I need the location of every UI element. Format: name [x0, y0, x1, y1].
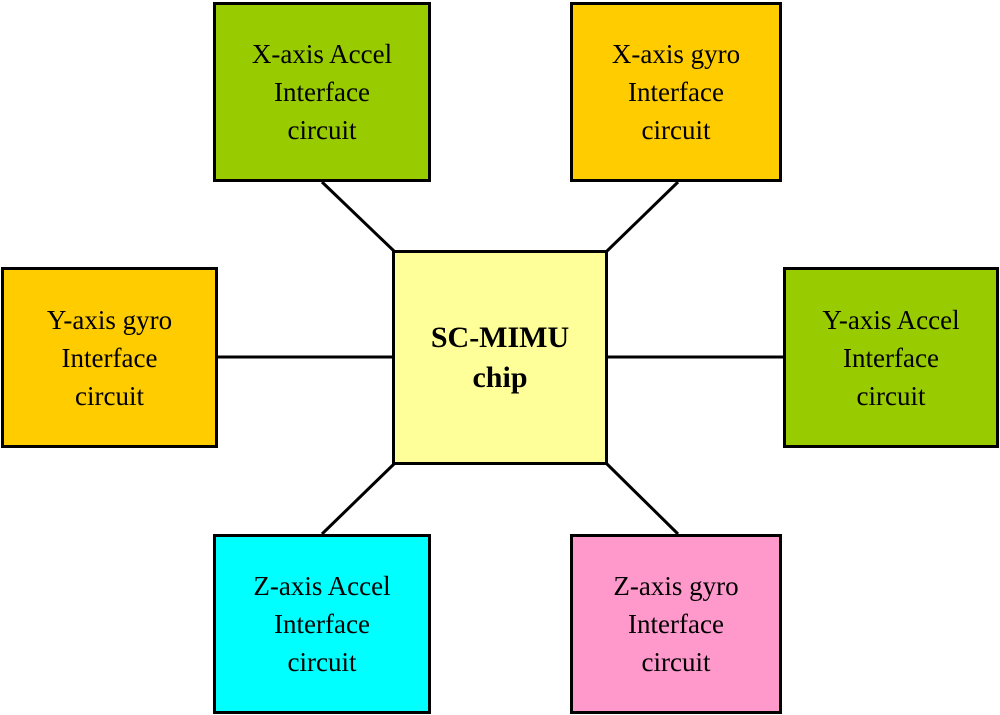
module-label-line1: X-axis Accel: [251, 39, 393, 69]
module-label-line3: circuit: [287, 115, 357, 145]
module-label-line3: circuit: [641, 115, 711, 145]
chip-label-line1: SC-MIMU: [430, 320, 570, 354]
module-z-axis-accel: Z-axis Accel Interface circuit: [213, 534, 431, 714]
module-label-line2: Interface: [61, 342, 158, 373]
module-label-line2: Interface: [274, 77, 370, 107]
module-x-axis-accel: X-axis Accel Interface circuit: [213, 2, 431, 182]
module-label-line1: Z-axis gyro: [613, 571, 739, 601]
module-z-axis-gyro: Z-axis gyro Interface circuit: [570, 534, 782, 714]
module-y-axis-gyro: Y-axis gyro Interface circuit: [1, 267, 218, 448]
module-label-line1: Y-axis Accel: [822, 304, 960, 335]
sc-mimu-chip: SC-MIMU chip: [392, 250, 608, 465]
connector-z-accel: [320, 461, 397, 536]
connector-x-gyro: [604, 180, 680, 254]
module-label-line1: Z-axis Accel: [253, 571, 391, 601]
module-label-line2: Interface: [843, 342, 939, 373]
module-label-line2: Interface: [628, 609, 724, 639]
module-label-line3: circuit: [856, 380, 926, 411]
module-label-line3: circuit: [641, 647, 711, 677]
module-x-axis-gyro: X-axis gyro Interface circuit: [570, 2, 782, 182]
chip-label-line2: chip: [472, 360, 528, 394]
connector-z-gyro: [604, 461, 680, 536]
module-label-line3: circuit: [75, 380, 144, 411]
module-label-line3: circuit: [287, 647, 357, 677]
module-label-line2: Interface: [274, 609, 370, 639]
module-label-line1: Y-axis gyro: [46, 304, 173, 335]
connector-x-accel: [320, 180, 397, 254]
module-label-line1: X-axis gyro: [611, 39, 741, 69]
module-y-axis-accel: Y-axis Accel Interface circuit: [783, 267, 999, 448]
module-label-line2: Interface: [628, 77, 724, 107]
